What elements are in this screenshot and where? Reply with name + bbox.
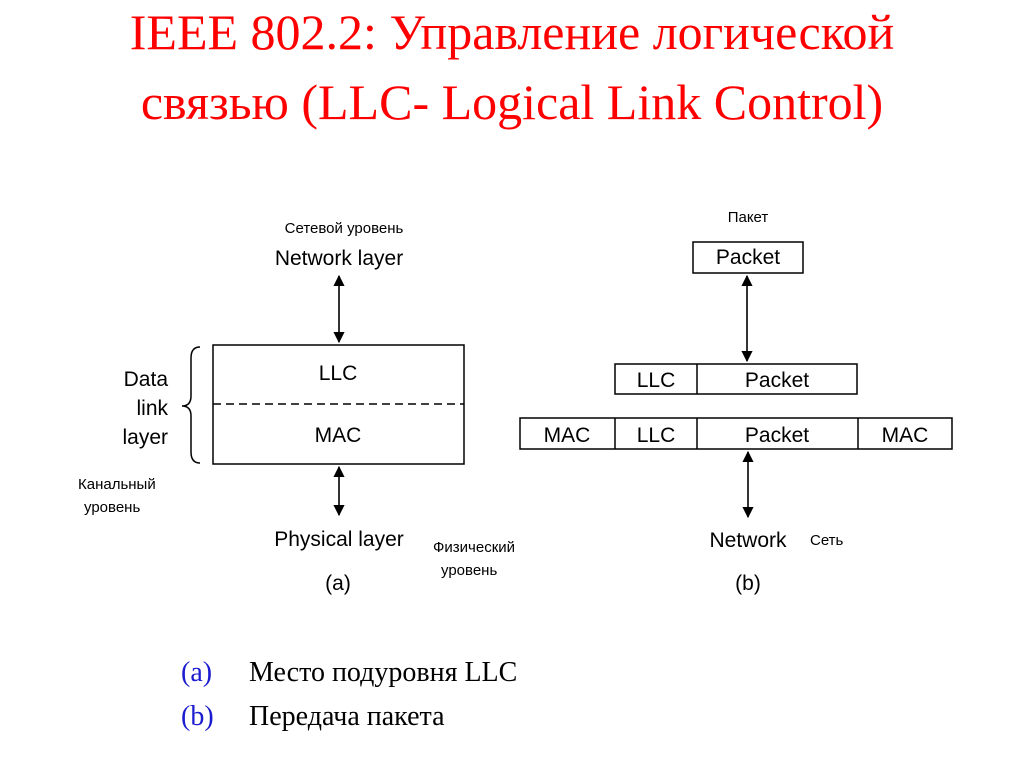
- packet-box-label: Packet: [716, 246, 780, 269]
- caption-b-key: (b): [181, 701, 214, 732]
- physical-layer-ru-line-1: Физический: [433, 539, 515, 556]
- diagram-a-label: (a): [325, 572, 351, 595]
- llc-sublayer-label: LLC: [319, 362, 358, 385]
- diagram-b-label: (b): [735, 572, 761, 595]
- network-layer-ru-label: Сетевой уровень: [285, 220, 404, 237]
- llc-frame-row: [614, 363, 858, 395]
- caption-b-text: Передача пакета: [249, 701, 445, 732]
- packet-ru-label: Пакет: [728, 209, 769, 226]
- data-link-brace: [181, 346, 201, 464]
- slide-title-line-1: IEEE 802.2: Управление логической: [129, 4, 895, 60]
- caption-a: (a) Место подуровня LLC: [181, 657, 517, 689]
- data-link-ru-label-line-2: уровень: [84, 499, 140, 516]
- mac-frame-mac-header: MAC: [544, 424, 591, 447]
- llc-frame-llc-cell: LLC: [637, 369, 676, 392]
- network-ru-label: Сеть: [810, 532, 844, 549]
- caption-b: (b) Передача пакета: [181, 701, 445, 733]
- mac-frame-row: [519, 417, 953, 450]
- mac-frame-llc-cell: LLC: [637, 424, 676, 447]
- physical-layer-label: Physical layer: [274, 528, 404, 551]
- llc-frame-packet-cell: Packet: [745, 369, 809, 392]
- network-layer-label: Network layer: [275, 247, 403, 270]
- slide-title-line-2: связью (LLC- Logical Link Control): [140, 74, 884, 130]
- physical-layer-ru-line-2: уровень: [441, 562, 497, 579]
- data-link-label-line-3: layer: [122, 426, 168, 449]
- mac-sublayer-label: MAC: [315, 424, 362, 447]
- mac-frame-mac-trailer: MAC: [882, 424, 929, 447]
- network-label: Network: [709, 529, 787, 552]
- caption-a-key: (a): [181, 657, 213, 688]
- data-link-ru-label-line-1: Канальный: [78, 476, 156, 493]
- data-link-label-line-1: Data: [124, 368, 169, 391]
- mac-frame-packet-cell: Packet: [745, 424, 809, 447]
- packet-box: [692, 241, 804, 274]
- caption-a-text: Место подуровня LLC: [249, 657, 518, 688]
- data-link-label-line-2: link: [136, 397, 168, 420]
